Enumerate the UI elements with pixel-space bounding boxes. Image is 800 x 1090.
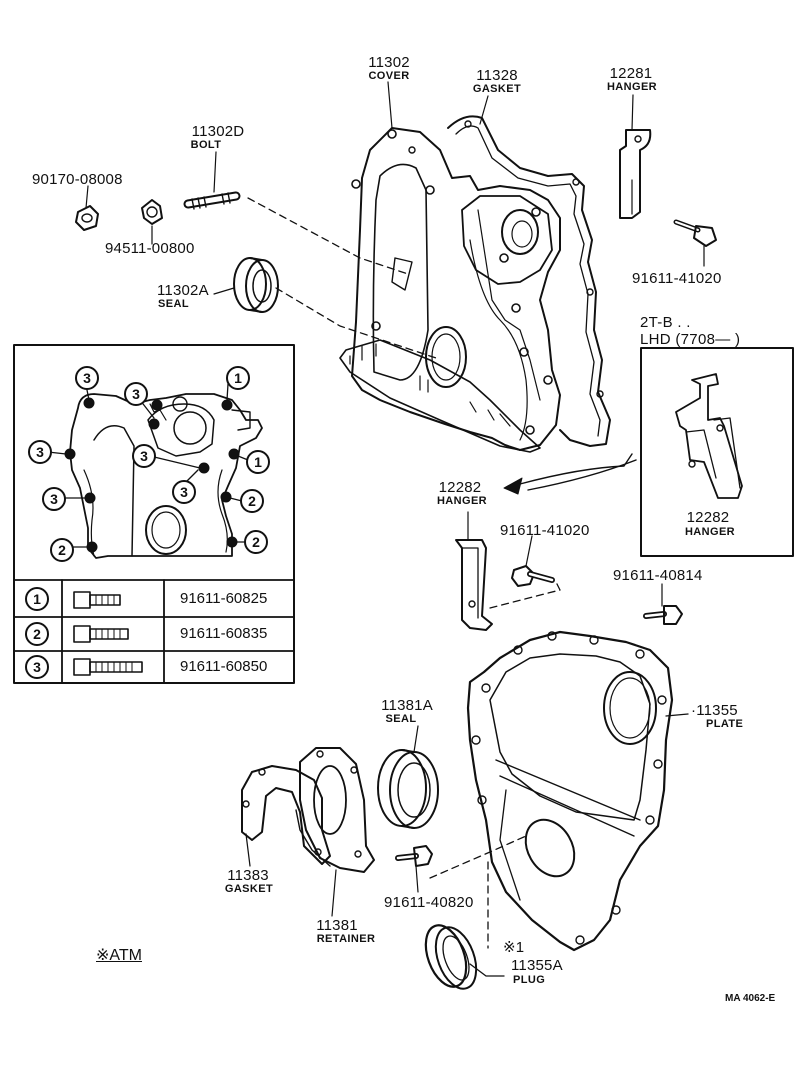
hanger-12281-drawing xyxy=(619,129,652,219)
bolt-icons xyxy=(73,591,143,676)
timing-cover-drawing xyxy=(339,127,561,453)
callout-2: 2 xyxy=(50,538,74,562)
hanger-inset-part-name: HANGER xyxy=(684,526,736,538)
bolt-plate-part-number: 91611-40814 xyxy=(613,567,703,584)
washer-part-number: 94511-00800 xyxy=(105,240,195,257)
plate-part-name: PLATE xyxy=(706,718,744,730)
table-part-2: 91611-60835 xyxy=(180,625,268,642)
table-part-1: 91611-60825 xyxy=(180,590,268,607)
callout-1: 1 xyxy=(226,366,250,390)
hanger-inset-box xyxy=(640,347,794,557)
callout-3: 3 xyxy=(28,440,52,464)
cover-part-number: 11302 xyxy=(368,54,410,71)
plug-11355a-drawing xyxy=(424,924,505,990)
gasket-top-part-number: 11328 xyxy=(476,67,518,84)
bolt-91611-41020-top-drawing xyxy=(673,219,717,247)
retainer-part-name: RETAINER xyxy=(316,933,376,945)
gasket-11383-drawing xyxy=(241,765,331,865)
callout-2: 2 xyxy=(244,530,268,554)
label-leader-lines xyxy=(85,81,705,917)
callout-3: 3 xyxy=(172,480,196,504)
plug-part-name: PLUG xyxy=(513,974,546,986)
cover-part-name: COVER xyxy=(368,70,410,82)
hanger-inset-part-number: 12282 xyxy=(686,509,730,526)
washer-94511-00800-drawing xyxy=(141,199,163,225)
inset-arrow xyxy=(503,453,637,495)
callout-3: 3 xyxy=(75,366,99,390)
bolt-d-part-number: 11302D xyxy=(191,123,245,140)
hanger-mid-part-name: HANGER xyxy=(436,495,488,507)
gasket-top-part-name: GASKET xyxy=(472,83,522,95)
plate-11355-drawing xyxy=(466,630,689,952)
bolt-retainer-part-number: 91611-40820 xyxy=(384,894,474,911)
plate-part-number: ·11355 xyxy=(691,702,738,719)
seal-a-part-name: SEAL xyxy=(158,298,189,310)
callout-3: 3 xyxy=(124,382,148,406)
seal-a-part-number: 11302A xyxy=(157,282,209,299)
bolt-91611-40814-drawing xyxy=(643,605,683,625)
callout-3: 3 xyxy=(42,487,66,511)
plug-note: ※1 xyxy=(503,939,525,956)
seal-11302a-drawing xyxy=(233,257,279,313)
inset-note-line1: 2T-B . . xyxy=(640,314,691,331)
retainer-11381-drawing xyxy=(295,747,375,873)
hanger-top-part-name: HANGER xyxy=(606,81,658,93)
callout-1: 1 xyxy=(246,450,270,474)
diagram-code: MA 4062-E xyxy=(725,993,776,1004)
gasket-rear-part-number: 11383 xyxy=(227,867,269,884)
bolt-91611-40820-drawing xyxy=(395,845,433,867)
plug-part-number: 11355A xyxy=(511,957,563,974)
hanger-top-part-number: 12281 xyxy=(609,65,653,82)
callout-3: 3 xyxy=(132,444,156,468)
table-key-1: 1 xyxy=(25,587,49,611)
gasket-11328-drawing xyxy=(447,115,611,447)
bolt-91611-41020-mid-drawing xyxy=(511,565,555,587)
nut-90170-08008-drawing xyxy=(75,205,99,231)
retainer-part-number: 11381 xyxy=(316,917,358,934)
bolt-hanger-top-part-number: 91611-41020 xyxy=(632,270,722,287)
hanger-12282-drawing xyxy=(455,539,493,631)
seal-11381a-drawing xyxy=(377,749,439,829)
table-key-2: 2 xyxy=(25,622,49,646)
callout-2: 2 xyxy=(240,489,264,513)
table-part-3: 91611-60850 xyxy=(180,658,268,675)
seal-rear-part-number: 11381A xyxy=(381,697,433,714)
seal-rear-part-name: SEAL xyxy=(385,713,417,725)
gasket-rear-part-name: GASKET xyxy=(224,883,274,895)
bolt-hanger-mid-part-number: 91611-41020 xyxy=(500,522,590,539)
inset-note-line2: LHD (7708— ) xyxy=(640,331,741,348)
table-key-3: 3 xyxy=(25,655,49,679)
hanger-mid-part-number: 12282 xyxy=(438,479,482,496)
nut-part-number: 90170-08008 xyxy=(32,171,123,188)
atm-footnote: ※ATM xyxy=(96,947,142,964)
bolt-11302d-drawing xyxy=(183,191,241,210)
bolt-d-part-name: BOLT xyxy=(190,139,222,151)
